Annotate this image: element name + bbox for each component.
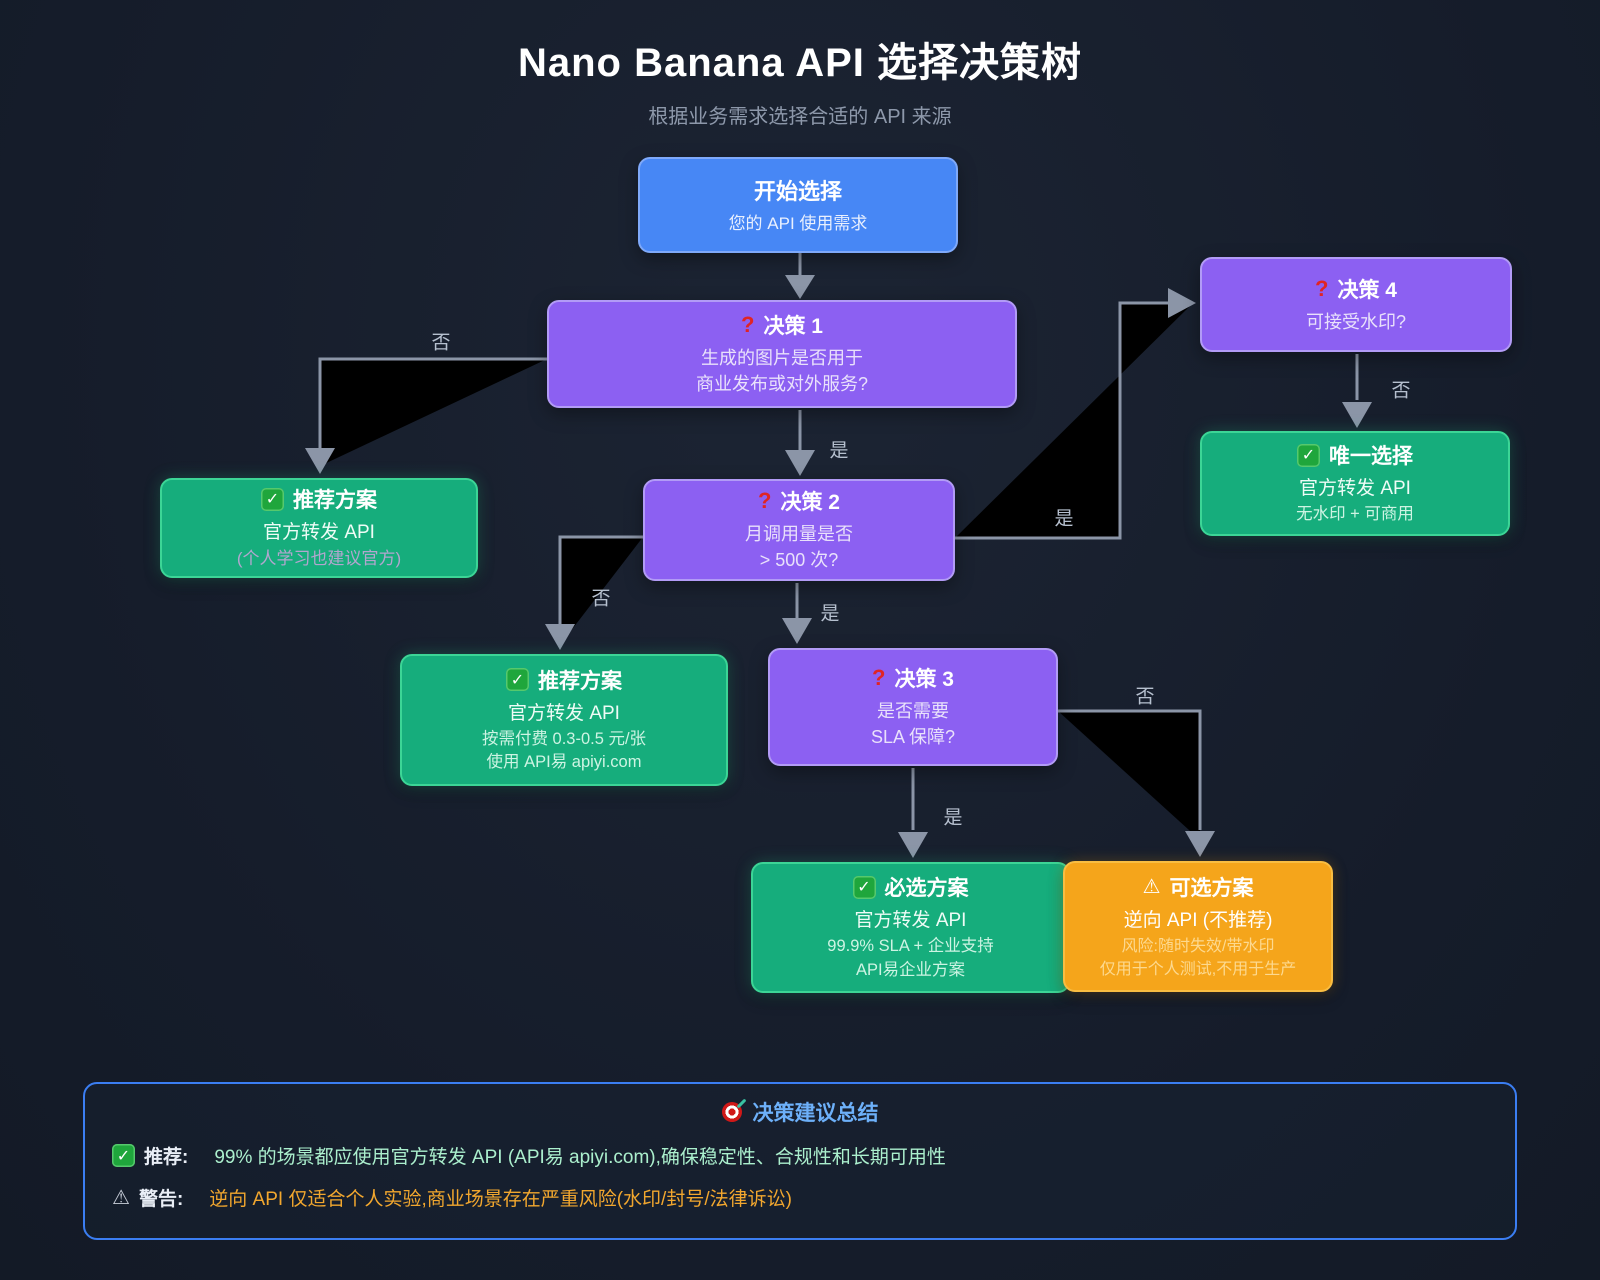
node-start-title: 开始选择 [753, 178, 842, 204]
node-line: 是否需要 [877, 701, 949, 722]
node-recommend-personal-title: ✓ 推荐方案 [261, 484, 377, 514]
check-icon: ✓ [261, 487, 284, 511]
node-decision-2: ? 决策 2 月调用量是否 > 500 次? [643, 479, 955, 581]
edge-label-d2-no: 否 [591, 588, 611, 610]
question-icon: ? [1315, 275, 1329, 301]
node-line: 无水印 + 可商用 [1296, 505, 1414, 524]
node-line: 可接受水印? [1305, 311, 1406, 332]
node-line: 生成的图片是否用于 [701, 348, 863, 369]
edge-d4-no [1342, 354, 1372, 428]
edge-d1-no [305, 357, 547, 474]
node-decision-3: ? 决策 3 是否需要 SLA 保障? [768, 648, 1058, 766]
node-start-body: 您的 API 使用需求 [728, 213, 868, 233]
node-line: API易企业方案 [855, 960, 966, 979]
node-line: 风险:随时失效/带水印 [1121, 937, 1275, 955]
edge-label-d2-yes-down: 是 [820, 603, 840, 625]
edge-label-d3-yes: 是 [943, 807, 963, 829]
summary-panel: 决策建议总结 ✓ 推荐: 99% 的场景都应使用官方转发 API (API易 a… [83, 1082, 1517, 1240]
node-decision-1: ? 决策 1 生成的图片是否用于 商业发布或对外服务? [547, 300, 1017, 408]
node-title-text: 推荐方案 [538, 669, 622, 693]
target-icon [721, 1102, 742, 1122]
summary-title-text: 决策建议总结 [752, 1102, 879, 1125]
node-line: 使用 API易 apiyi.com [486, 753, 642, 772]
node-decision-4-title: ? 决策 4 [1315, 274, 1397, 304]
node-unique-choice-title: ✓ 唯一选择 [1297, 440, 1413, 470]
node-optional-choice: ⚠ 可选方案 逆向 API (不推荐) 风险:随时失效/带水印 仅用于个人测试,… [1063, 861, 1333, 992]
node-line: 逆向 API (不推荐) [1123, 909, 1273, 931]
node-line: > 500 次? [759, 550, 839, 570]
check-icon: ✓ [1297, 443, 1320, 467]
edge-label-d1-no: 否 [431, 332, 451, 354]
node-title-text: 必选方案 [884, 877, 969, 901]
node-optional-choice-title: ⚠ 可选方案 [1143, 872, 1254, 902]
node-title-text: 决策 1 [763, 315, 823, 339]
page-subtitle: 根据业务需求选择合适的 API 来源 [648, 106, 952, 128]
summary-title: 决策建议总结 [85, 1097, 1515, 1127]
check-icon: ✓ [506, 668, 529, 692]
summary-row-text: 逆向 API 仅适合个人实验,商业场景存在严重风险(水印/封号/法律诉讼) [209, 1189, 792, 1210]
node-line: 月调用量是否 [745, 524, 853, 545]
edge-d2-yes-right [955, 288, 1196, 540]
check-icon: ✓ [852, 875, 876, 899]
edge-label-d2-yes-right: 是 [1054, 508, 1074, 530]
node-decision-1-title: ? 决策 1 [741, 310, 823, 340]
summary-row-label: 推荐: [144, 1147, 189, 1168]
page-header: Nano Banana API 选择决策树 根据业务需求选择合适的 API 来源 [0, 0, 1600, 129]
node-title-text: 唯一选择 [1329, 445, 1413, 469]
node-decision-4: ? 决策 4 可接受水印? [1200, 257, 1512, 352]
edge-d2-yes-down [782, 583, 812, 644]
node-recommend-personal: ✓ 推荐方案 官方转发 API (个人学习也建议官方) [160, 478, 478, 578]
edge-label-d1-yes: 是 [829, 440, 849, 462]
node-line: 按需付费 0.3-0.5 元/张 [481, 729, 647, 748]
node-line: 仅用于个人测试,不用于生产 [1099, 960, 1297, 978]
edge-d1-yes [785, 410, 815, 476]
node-decision-2-title: ? 决策 2 [758, 486, 840, 516]
edge-d3-yes [898, 768, 928, 858]
node-must-choice-title: ✓ 必选方案 [852, 872, 969, 902]
check-icon: ✓ [112, 1144, 135, 1167]
node-line: 官方转发 API [854, 910, 967, 932]
node-title-text: 决策 2 [780, 491, 840, 515]
edge-start-to-d1 [785, 253, 815, 299]
summary-row-label: 警告: [138, 1189, 184, 1210]
edge-label-d3-no: 否 [1135, 686, 1155, 708]
warning-icon: ⚠ [112, 1187, 130, 1209]
question-icon: ? [758, 488, 772, 514]
node-decision-3-title: ? 决策 3 [872, 663, 954, 693]
summary-row-recommend: ✓ 推荐: 99% 的场景都应使用官方转发 API (API易 apiyi.co… [112, 1142, 1515, 1169]
node-line: (个人学习也建议官方) [236, 549, 402, 569]
node-title-text: 推荐方案 [293, 489, 377, 513]
node-title-text: 可选方案 [1169, 876, 1254, 900]
node-recommend-payg: ✓ 推荐方案 官方转发 API 按需付费 0.3-0.5 元/张 使用 API易… [400, 654, 728, 786]
node-line: 官方转发 API [263, 522, 375, 544]
edge-d2-no [545, 535, 643, 650]
warning-icon: ⚠ [1142, 876, 1161, 899]
edge-d3-no [1058, 709, 1215, 857]
question-icon: ? [872, 665, 886, 691]
summary-row-text: 99% 的场景都应使用官方转发 API (API易 apiyi.com),确保稳… [214, 1147, 946, 1168]
page-title: Nano Banana API 选择决策树 [517, 41, 1083, 85]
node-line: SLA 保障? [870, 727, 956, 747]
summary-row-warning: ⚠ 警告: 逆向 API 仅适合个人实验,商业场景存在严重风险(水印/封号/法律… [112, 1184, 1515, 1211]
node-unique-choice: ✓ 唯一选择 官方转发 API 无水印 + 可商用 [1200, 431, 1510, 536]
question-icon: ? [741, 312, 755, 338]
edge-label-d4-no: 否 [1391, 380, 1411, 402]
node-line: 99.9% SLA + 企业支持 [827, 937, 994, 956]
node-title-text: 决策 3 [894, 668, 954, 692]
node-title-text: 决策 4 [1337, 278, 1397, 302]
node-start: 开始选择 您的 API 使用需求 [638, 157, 958, 253]
node-line: 官方转发 API [508, 702, 620, 724]
node-recommend-payg-title: ✓ 推荐方案 [506, 665, 622, 695]
node-must-choice: ✓ 必选方案 官方转发 API 99.9% SLA + 企业支持 API易企业方… [751, 862, 1070, 993]
node-line: 商业发布或对外服务? [695, 374, 868, 394]
node-line: 官方转发 API [1299, 478, 1411, 500]
